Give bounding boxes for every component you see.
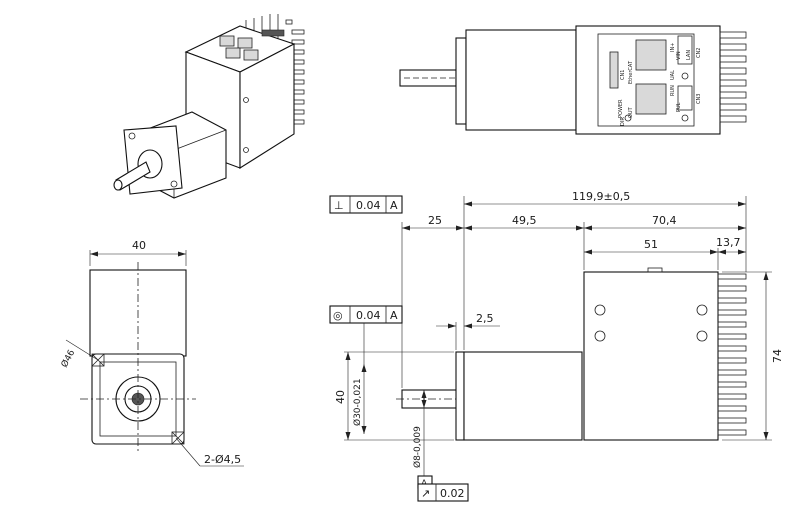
label-cn1: CN1 bbox=[620, 70, 626, 80]
label-cn2: CN2 bbox=[696, 48, 702, 58]
dim-shaft-step: 2,5 bbox=[476, 312, 494, 325]
top-led bbox=[681, 114, 689, 122]
top-connector-panel bbox=[597, 33, 695, 127]
iso-rj45-port-2 bbox=[237, 37, 253, 49]
dim-shaft-diameter: Ø8-0,009 bbox=[412, 426, 423, 468]
top-rj45-port-2 bbox=[635, 83, 667, 115]
label-out: OUT bbox=[628, 106, 634, 118]
side-screw bbox=[696, 304, 708, 316]
dim-mounting-holes: 2-Ø4,5 bbox=[204, 453, 241, 466]
dim-heatsink-fin-length: 13,7 bbox=[716, 236, 741, 249]
iso-rj45-port-4 bbox=[243, 49, 259, 61]
perpendicularity-symbol: ⊥ bbox=[334, 199, 344, 212]
iso-terminal-block bbox=[261, 29, 285, 37]
side-screw bbox=[696, 330, 708, 342]
label-run: RUN bbox=[670, 85, 676, 96]
side-flange bbox=[455, 351, 465, 441]
top-rj45-port-1 bbox=[635, 39, 667, 71]
label-power: POWER bbox=[618, 99, 624, 118]
iso-rj45-port-3 bbox=[225, 47, 241, 59]
dim-flange-height: 40 bbox=[334, 390, 347, 404]
side-screw bbox=[594, 330, 606, 342]
tolerance-perpendicularity-frame: ⊥ 0.04 A bbox=[329, 195, 403, 214]
label-dir: DIR bbox=[620, 117, 626, 126]
iso-heatsink-fins bbox=[245, 14, 305, 125]
label-in-plus: IN+ bbox=[670, 43, 676, 52]
dim-gearbox-length: 49,5 bbox=[512, 214, 537, 227]
iso-flange-hole bbox=[128, 132, 136, 140]
iso-shaft-end bbox=[113, 179, 123, 191]
dim-heatsink-offset: 51 bbox=[644, 238, 658, 251]
runout-value: 0.02 bbox=[440, 487, 465, 500]
tolerance-concentricity-frame: ◎ 0.04 A bbox=[329, 305, 403, 364]
iso-rj45-port-1 bbox=[219, 35, 235, 47]
top-terminal-cn2 bbox=[677, 35, 693, 65]
label-ethercat: EtherCAT bbox=[628, 60, 634, 84]
label-pul: PUL bbox=[676, 102, 682, 112]
label-lan: LAN bbox=[686, 50, 692, 60]
top-heatsink-fins bbox=[719, 31, 747, 123]
iso-flange-hole bbox=[170, 180, 178, 188]
side-screw bbox=[594, 304, 606, 316]
top-gearbox bbox=[465, 29, 577, 131]
side-gearbox bbox=[463, 351, 583, 441]
concentricity-value: 0.04 bbox=[356, 309, 381, 322]
top-dip-switch bbox=[609, 51, 619, 89]
top-view: POWER OUT DIR EtherCAT CN1 RUN UAL IN+ V… bbox=[399, 25, 747, 135]
front-mount-hole bbox=[91, 353, 105, 367]
top-terminal-cn3 bbox=[677, 85, 693, 111]
iso-screw bbox=[243, 97, 249, 103]
front-view: 40 Ø46 2-Ø4,5 bbox=[59, 239, 244, 467]
dim-pilot-diameter: Ø30-0,021 bbox=[352, 378, 363, 426]
runout-symbol: ↗ bbox=[421, 487, 430, 500]
top-led bbox=[681, 72, 689, 80]
dim-drive-length: 70,4 bbox=[652, 214, 677, 227]
dim-bolt-circle: Ø46 bbox=[59, 348, 78, 370]
concentricity-datum: A bbox=[390, 309, 398, 322]
dim-front-width: 40 bbox=[132, 239, 146, 252]
iso-drive-side bbox=[239, 43, 295, 169]
dim-motor-length: 25 bbox=[428, 214, 442, 227]
tolerance-runout-frame: ↗ 0.02 bbox=[417, 483, 469, 502]
dim-overall-length: 119,9±0,5 bbox=[572, 190, 630, 203]
dim-height: 74 bbox=[771, 349, 784, 363]
perpendicularity-value: 0.04 bbox=[356, 199, 381, 212]
top-led bbox=[624, 114, 632, 122]
side-view: 119,9±0,5 25 49,5 70,4 51 13,7 2,5 74 bbox=[334, 190, 784, 470]
label-vin: VIN bbox=[676, 51, 682, 60]
label-cn3: CN3 bbox=[696, 94, 702, 104]
side-drive bbox=[583, 271, 719, 441]
isometric-product-view bbox=[113, 14, 305, 199]
side-heatsink-fins bbox=[717, 273, 747, 436]
concentricity-symbol: ◎ bbox=[333, 309, 343, 322]
label-ual: UAL bbox=[670, 70, 676, 80]
front-mount-hole bbox=[171, 431, 185, 445]
iso-screw bbox=[243, 147, 249, 153]
top-flange bbox=[455, 37, 467, 125]
perpendicularity-datum: A bbox=[390, 199, 398, 212]
